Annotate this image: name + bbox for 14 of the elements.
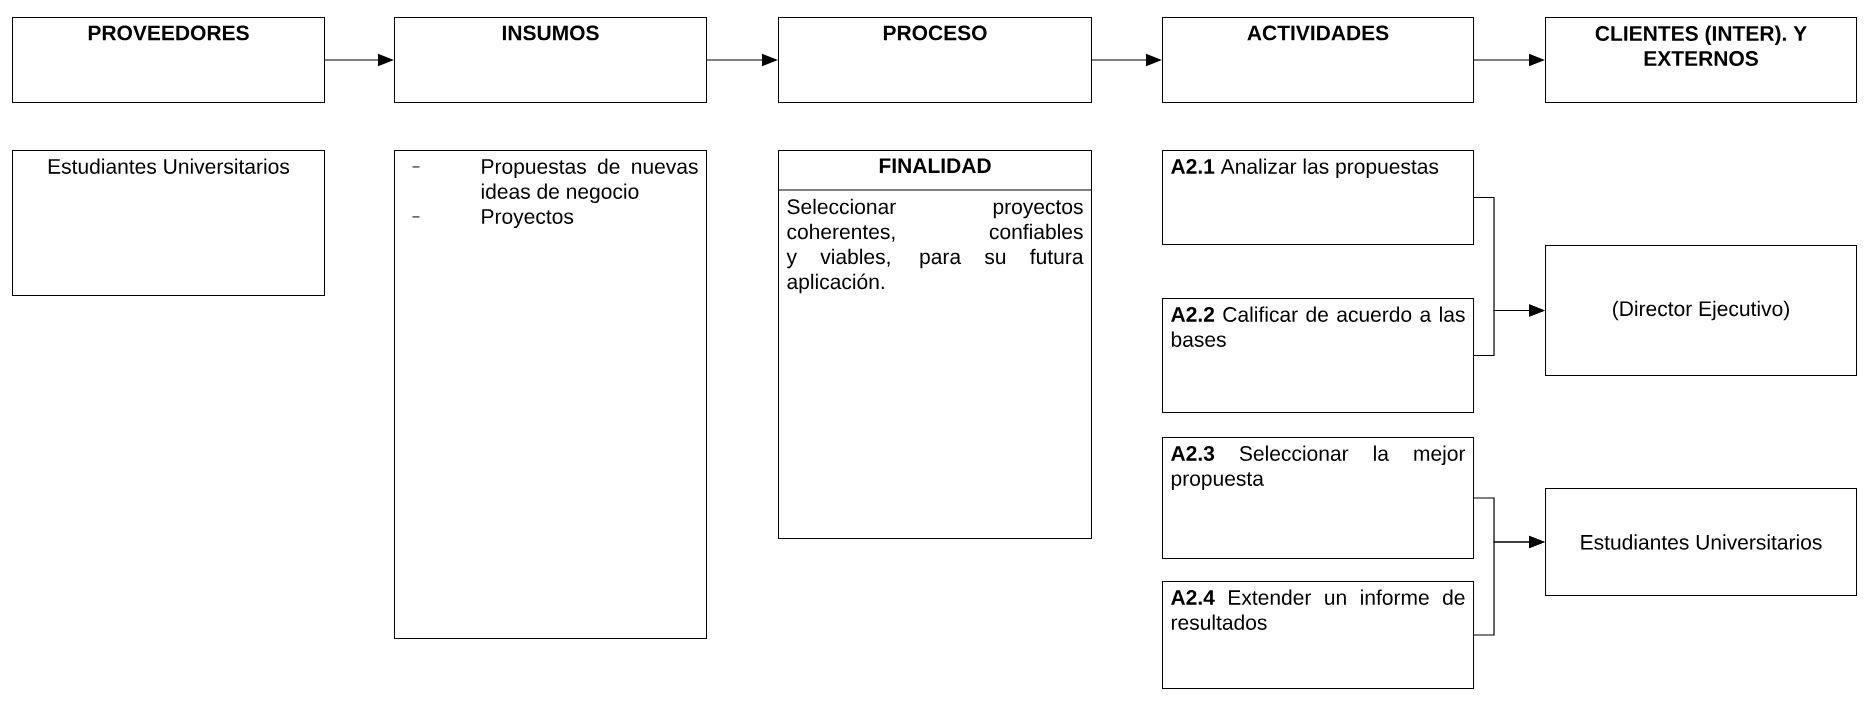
text-box: (Director Ejecutivo) [1545,245,1858,376]
list-box: Propuestas de nuevas ideas de negocio Proyectos [394,150,707,639]
heading-box: PROVEEDORES [12,17,325,103]
activity-box: A2.3 Seleccionar la mejor propuesta [1162,437,1474,559]
heading-box: CLIENTES (INTER). Y EXTERNOS [1545,17,1858,103]
activity-box: A2.1 Analizar las propuestas [1162,150,1474,245]
heading-box: PROCESO [778,17,1092,103]
activity-box: A2.2 Calificar de acuerdo a las bases [1162,298,1474,413]
activity-box: A2.4 Extender un informe de resultados [1162,581,1474,689]
text-box: Estudiantes Universitarios [12,150,325,296]
text-box: Estudiantes Universitarios [1545,488,1858,596]
titled-box: FINALIDAD Seleccionar proyectos coherentes, confiables y viables, para su futura aplicación. [778,150,1092,539]
heading-box: INSUMOS [394,17,707,103]
heading-box: ACTIVIDADES [1162,17,1474,103]
